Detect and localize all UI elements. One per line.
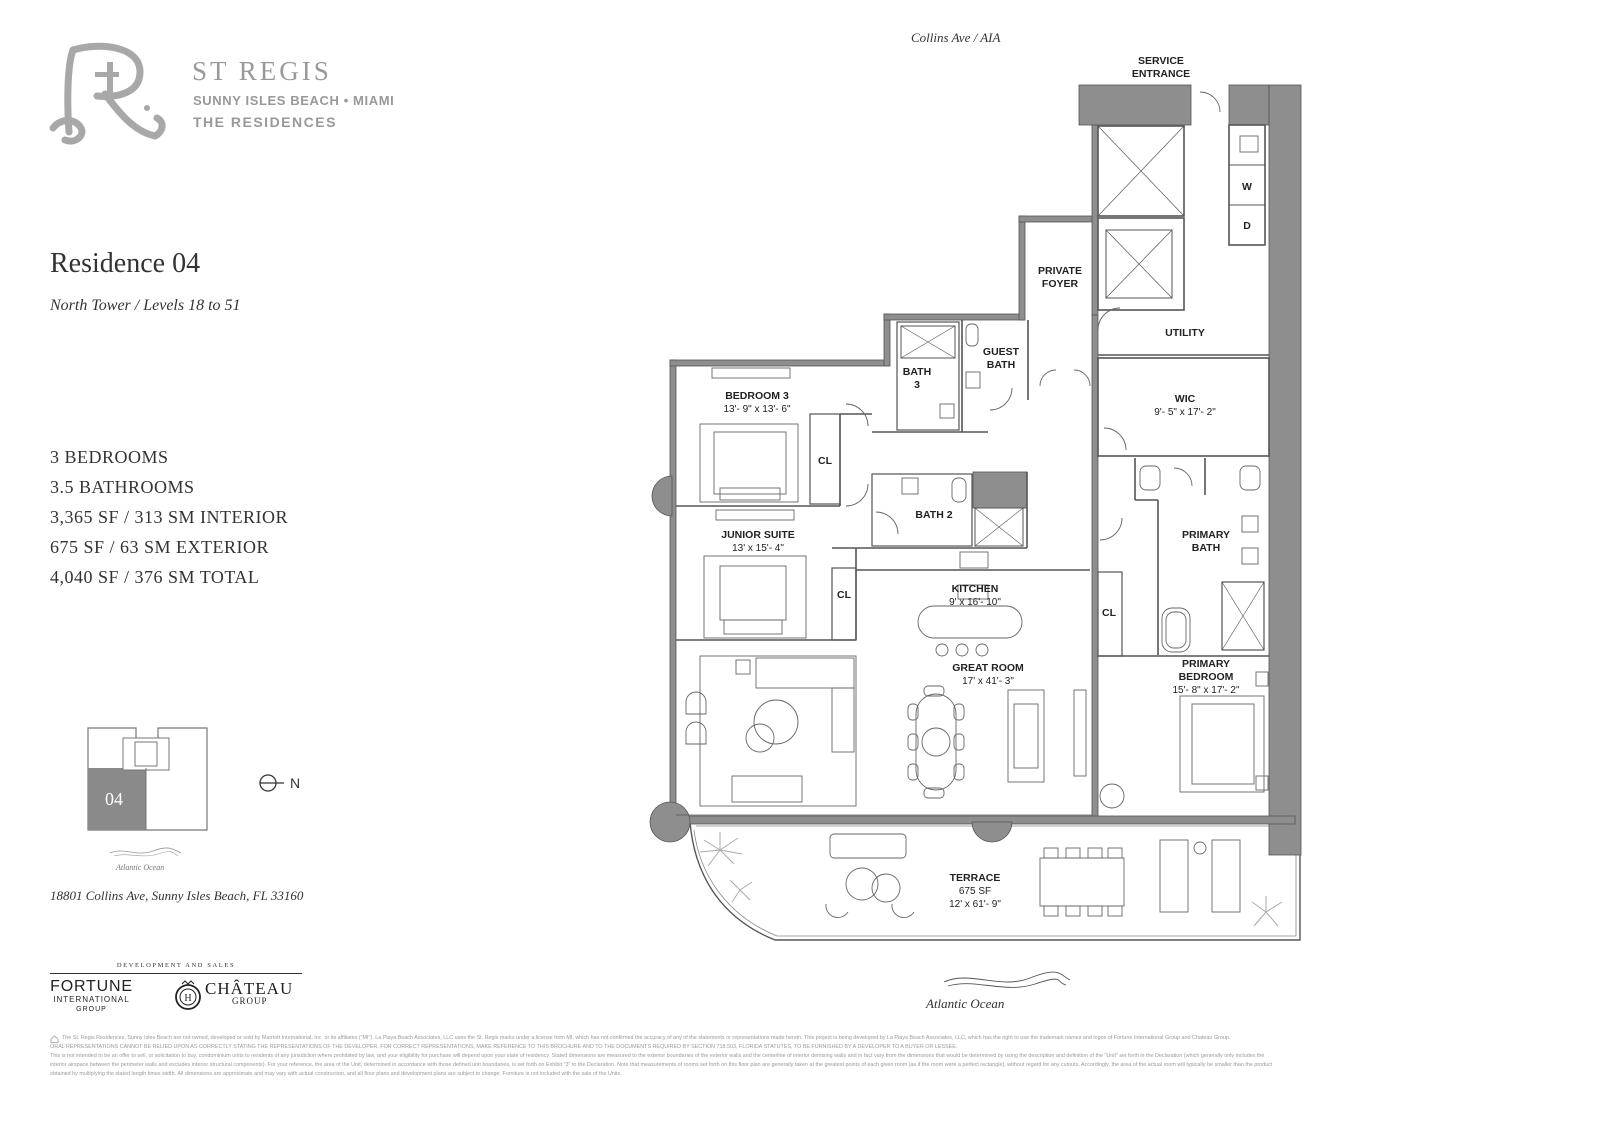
label-dryer: D — [1243, 220, 1251, 232]
label-junior-suite: JUNIOR SUITE — [721, 529, 795, 541]
fortune-line1: FORTUNE — [50, 978, 133, 995]
key-plan-diagram — [87, 727, 208, 831]
brand-location: SUNNY ISLES BEACH • MIAMI — [193, 93, 395, 108]
legal-line-5: obtained by multiplying the stated lengt… — [50, 1071, 622, 1077]
key-plan-ocean-label: Atlantic Ocean — [116, 863, 165, 872]
chateau-line2: GROUP — [232, 996, 268, 1006]
brand-logo — [45, 36, 170, 148]
label-terrace-area: 675 SF — [958, 886, 992, 897]
label-bath2: BATH 2 — [915, 509, 953, 521]
stat-bathrooms: 3.5 BATHROOMS — [50, 477, 195, 497]
label-primary-bedroom-dim: 15'- 8" x 17'- 2" — [1172, 685, 1240, 696]
stat-total: 4,040 SF / 376 SM TOTAL — [50, 567, 260, 587]
legal-line-3: This is not intended to be an offer to s… — [50, 1053, 1265, 1059]
stat-interior: 3,365 SF / 313 SM INTERIOR — [50, 507, 289, 527]
label-primary-bath: PRIMARY BATH — [1181, 529, 1231, 554]
fortune-line2: INTERNATIONAL — [53, 995, 130, 1004]
label-primary-bedroom: PRIMARY BEDROOM — [1178, 658, 1234, 683]
label-terrace: TERRACE — [949, 872, 1001, 884]
label-wic: WIC — [1174, 393, 1196, 405]
label-kitchen: KITCHEN — [951, 583, 999, 595]
label-junior-suite-dim: 13' x 15'- 4" — [732, 543, 784, 554]
equal-housing-icon — [50, 1035, 59, 1043]
label-guest-bath: GUEST BATH — [982, 346, 1020, 371]
label-wic-dim: 9'- 5" x 17'- 2" — [1154, 407, 1216, 418]
label-private-foyer: PRIVATE FOYER — [1038, 265, 1082, 290]
label-washer: W — [1242, 181, 1252, 193]
ocean-waves-icon — [943, 971, 1071, 988]
legal-line-1: The St. Regis Residences, Sunny Isles Be… — [62, 1035, 1231, 1041]
label-bedroom3-dim: 13'- 9" x 13'- 6" — [723, 404, 791, 415]
label-closet-junior: CL — [837, 589, 851, 601]
svg-text:H: H — [184, 993, 191, 1004]
address: 18801 Collins Ave, Sunny Isles Beach, FL… — [50, 888, 304, 903]
chateau-crest-icon: H — [175, 980, 201, 1010]
key-plan-unit-label: 04 — [105, 789, 123, 809]
legal-line-4: interior airspace between the perimeter … — [50, 1062, 1273, 1068]
label-closet-primary: CL — [1102, 607, 1116, 619]
north-label: N — [290, 775, 301, 791]
developers-heading: DEVELOPMENT AND SALES — [116, 962, 236, 969]
fortune-line3: GROUP — [76, 1006, 107, 1013]
residence-subtitle: North Tower / Levels 18 to 51 — [50, 297, 241, 314]
street-label: Collins Ave / AIA — [911, 30, 1001, 45]
label-bedroom3: BEDROOM 3 — [725, 390, 789, 402]
label-terrace-dim: 12' x 61'- 9" — [949, 899, 1001, 910]
label-kitchen-dim: 9' x 16'- 10" — [949, 597, 1001, 608]
key-plan: 04 — [85, 722, 210, 834]
brand-tagline: THE RESIDENCES — [193, 114, 337, 130]
developers-rule — [50, 973, 302, 974]
legal-line-2: ORAL REPRESENTATIONS CANNOT BE RELIED UP… — [50, 1044, 958, 1050]
north-arrow-icon — [259, 774, 284, 792]
st-regis-monogram-icon — [49, 42, 166, 145]
brand-name: ST REGIS — [192, 56, 332, 86]
chateau-line1: CHÂTEAU — [205, 979, 294, 998]
fortune-logo: FORTUNE INTERNATIONAL GROUP — [49, 979, 134, 1014]
stat-exterior: 675 SF / 63 SM EXTERIOR — [50, 537, 270, 557]
stat-bedrooms: 3 BEDROOMS — [50, 447, 169, 467]
label-utility: UTILITY — [1165, 327, 1205, 339]
plan-ocean-label: Atlantic Ocean — [926, 996, 1005, 1011]
label-great-room: GREAT ROOM — [952, 662, 1024, 674]
palm-plants — [699, 832, 1283, 927]
label-great-room-dim: 17' x 41'- 3" — [962, 676, 1014, 687]
label-bath3: BATH 3 — [902, 366, 932, 391]
residence-title: Residence 04 — [50, 248, 201, 279]
label-service-entrance: SERVICE ENTRANCE — [1131, 55, 1191, 80]
label-closet-bedroom3: CL — [818, 455, 832, 467]
key-plan-waves-icon — [109, 847, 182, 857]
